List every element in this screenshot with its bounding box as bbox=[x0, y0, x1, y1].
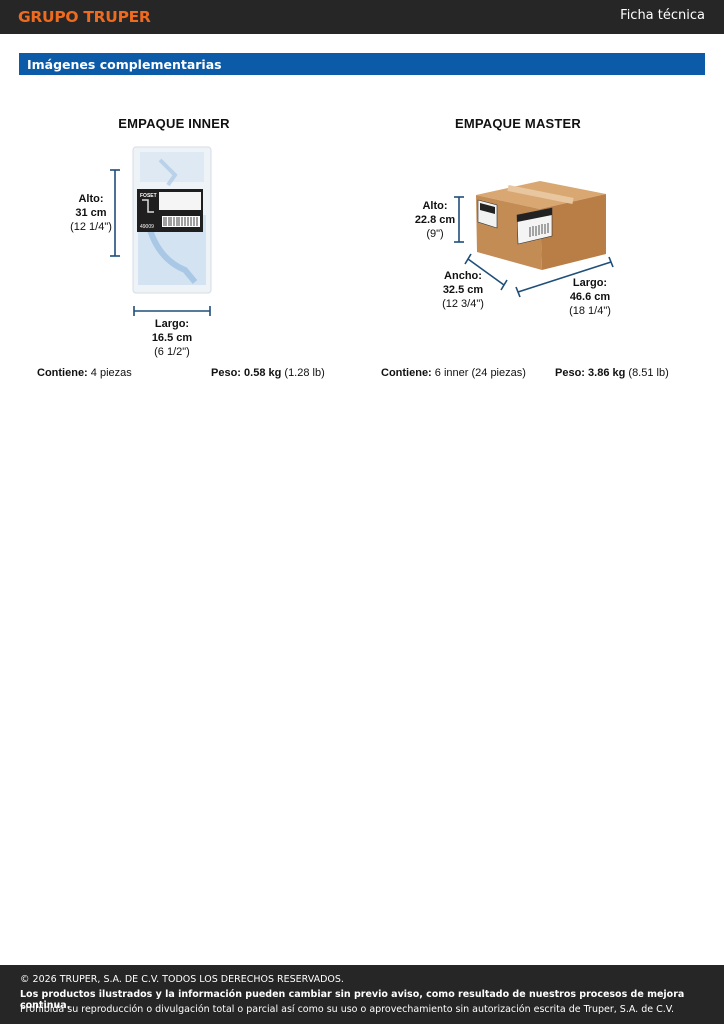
section-header: Imágenes complementarias bbox=[19, 53, 705, 75]
inner-largo-title: Largo: bbox=[154, 318, 190, 330]
section-title: Imágenes complementarias bbox=[27, 57, 222, 72]
inner-alto-cm: 31 cm bbox=[75, 207, 107, 219]
master-alto-dimension-line bbox=[454, 196, 464, 243]
inner-label-brand: FOSET bbox=[140, 193, 157, 199]
inner-largo-dimension-line bbox=[133, 306, 211, 316]
inner-peso-label: Peso: bbox=[211, 367, 241, 379]
master-contiene: Contiene: 6 inner (24 piezas) bbox=[381, 367, 526, 379]
master-largo-label: Largo: 46.6 cm (18 1/4") bbox=[550, 276, 630, 318]
master-largo-title: Largo: bbox=[572, 277, 608, 289]
inner-largo-cm: 16.5 cm bbox=[151, 332, 193, 344]
master-box-image bbox=[476, 181, 606, 270]
master-alto-cm: 22.8 cm bbox=[414, 214, 456, 226]
inner-largo-label: Largo: 16.5 cm (6 1/2") bbox=[132, 317, 212, 359]
doc-type-label: Ficha técnica bbox=[620, 8, 705, 23]
inner-package-image: FOSET 49009 bbox=[132, 146, 212, 294]
master-peso-lb: (8.51 lb) bbox=[628, 367, 669, 379]
master-ancho-cm: 32.5 cm bbox=[442, 284, 484, 296]
inner-largo-in: (6 1/2") bbox=[154, 346, 190, 358]
master-peso-label: Peso: bbox=[555, 367, 585, 379]
master-ancho-label: Ancho: 32.5 cm (12 3/4") bbox=[423, 269, 503, 311]
master-peso: Peso: 3.86 kg (8.51 lb) bbox=[555, 367, 669, 379]
master-alto-title: Alto: bbox=[422, 200, 448, 212]
footer-notice: Los productos ilustrados y la informació… bbox=[20, 989, 685, 1011]
top-bar: GRUPO TRUPER Ficha técnica bbox=[0, 0, 724, 34]
master-ancho-title: Ancho: bbox=[444, 270, 482, 282]
master-largo-dimension-line bbox=[515, 256, 614, 298]
master-alto-in: (9") bbox=[426, 228, 444, 240]
master-alto-label: Alto: 22.8 cm (9") bbox=[395, 199, 475, 241]
footer-prohibition: Prohibida su reproducción o divulgación … bbox=[20, 1004, 675, 1015]
master-ancho-in: (12 3/4") bbox=[442, 298, 484, 310]
master-heading: EMPAQUE MASTER bbox=[454, 116, 582, 131]
master-ancho-dimension-line bbox=[464, 253, 508, 291]
inner-heading: EMPAQUE INNER bbox=[118, 116, 230, 131]
inner-contiene-value: 4 piezas bbox=[90, 367, 132, 379]
inner-alto-title: Alto: bbox=[78, 193, 104, 205]
master-largo-in: (18 1/4") bbox=[569, 305, 611, 317]
inner-peso-kg: 0.58 kg bbox=[244, 367, 282, 379]
master-contiene-value: 6 inner (24 piezas) bbox=[434, 367, 526, 379]
packaging-illustrations: FOSET 49009 bbox=[110, 146, 614, 316]
master-peso-kg: 3.86 kg bbox=[588, 367, 626, 379]
inner-alto-in: (12 1/4") bbox=[70, 221, 112, 233]
inner-contiene-label: Contiene: bbox=[37, 367, 88, 379]
inner-peso-lb: (1.28 lb) bbox=[284, 367, 325, 379]
brand-logo: GRUPO TRUPER bbox=[18, 8, 151, 26]
master-largo-cm: 46.6 cm bbox=[569, 291, 611, 303]
inner-peso: Peso: 0.58 kg (1.28 lb) bbox=[211, 367, 325, 379]
inner-alto-dimension-line bbox=[110, 169, 120, 257]
inner-contiene: Contiene: 4 piezas bbox=[37, 367, 132, 379]
inner-label-code: 49009 bbox=[140, 224, 154, 230]
inner-alto-label: Alto: 31 cm (12 1/4") bbox=[51, 192, 131, 234]
footer: © 2026 TRUPER, S.A. DE C.V. TODOS LOS DE… bbox=[0, 965, 724, 1024]
master-contiene-label: Contiene: bbox=[381, 367, 432, 379]
footer-copyright: © 2026 TRUPER, S.A. DE C.V. TODOS LOS DE… bbox=[20, 974, 344, 985]
